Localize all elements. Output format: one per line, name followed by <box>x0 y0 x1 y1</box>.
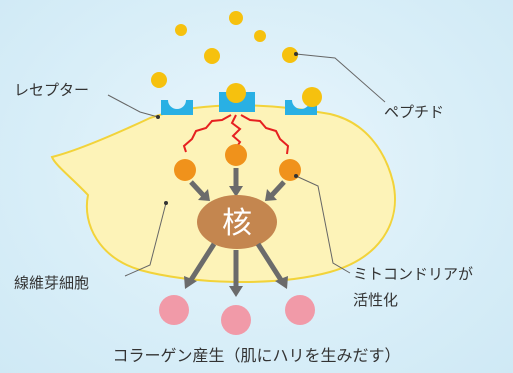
nucleus <box>197 195 277 249</box>
peptide-dots <box>151 11 322 107</box>
collagen-dots <box>159 295 315 335</box>
arrows-to-nucleus <box>189 168 286 201</box>
signal-lines <box>182 114 290 155</box>
nucleus-label: 核 <box>222 206 252 241</box>
peptide-label: ペプチド <box>384 103 445 121</box>
collagen-caption: コラーゲン産生（肌にハリを生みだす） <box>112 346 401 365</box>
receptor-label: レセプター <box>14 81 90 99</box>
mitochondria-label-line1: ミトコンドリアが <box>353 265 474 283</box>
fibroblast-cell <box>50 104 396 283</box>
leader-dots <box>156 52 298 205</box>
fibroblast-label: 線維芽細胞 <box>14 274 90 292</box>
leader-lines <box>107 53 386 277</box>
mitochondria-label-line2: 活性化 <box>353 291 399 309</box>
receptor-left <box>161 100 193 115</box>
arrows-to-collagen <box>184 242 288 297</box>
receptor-right <box>285 100 317 115</box>
